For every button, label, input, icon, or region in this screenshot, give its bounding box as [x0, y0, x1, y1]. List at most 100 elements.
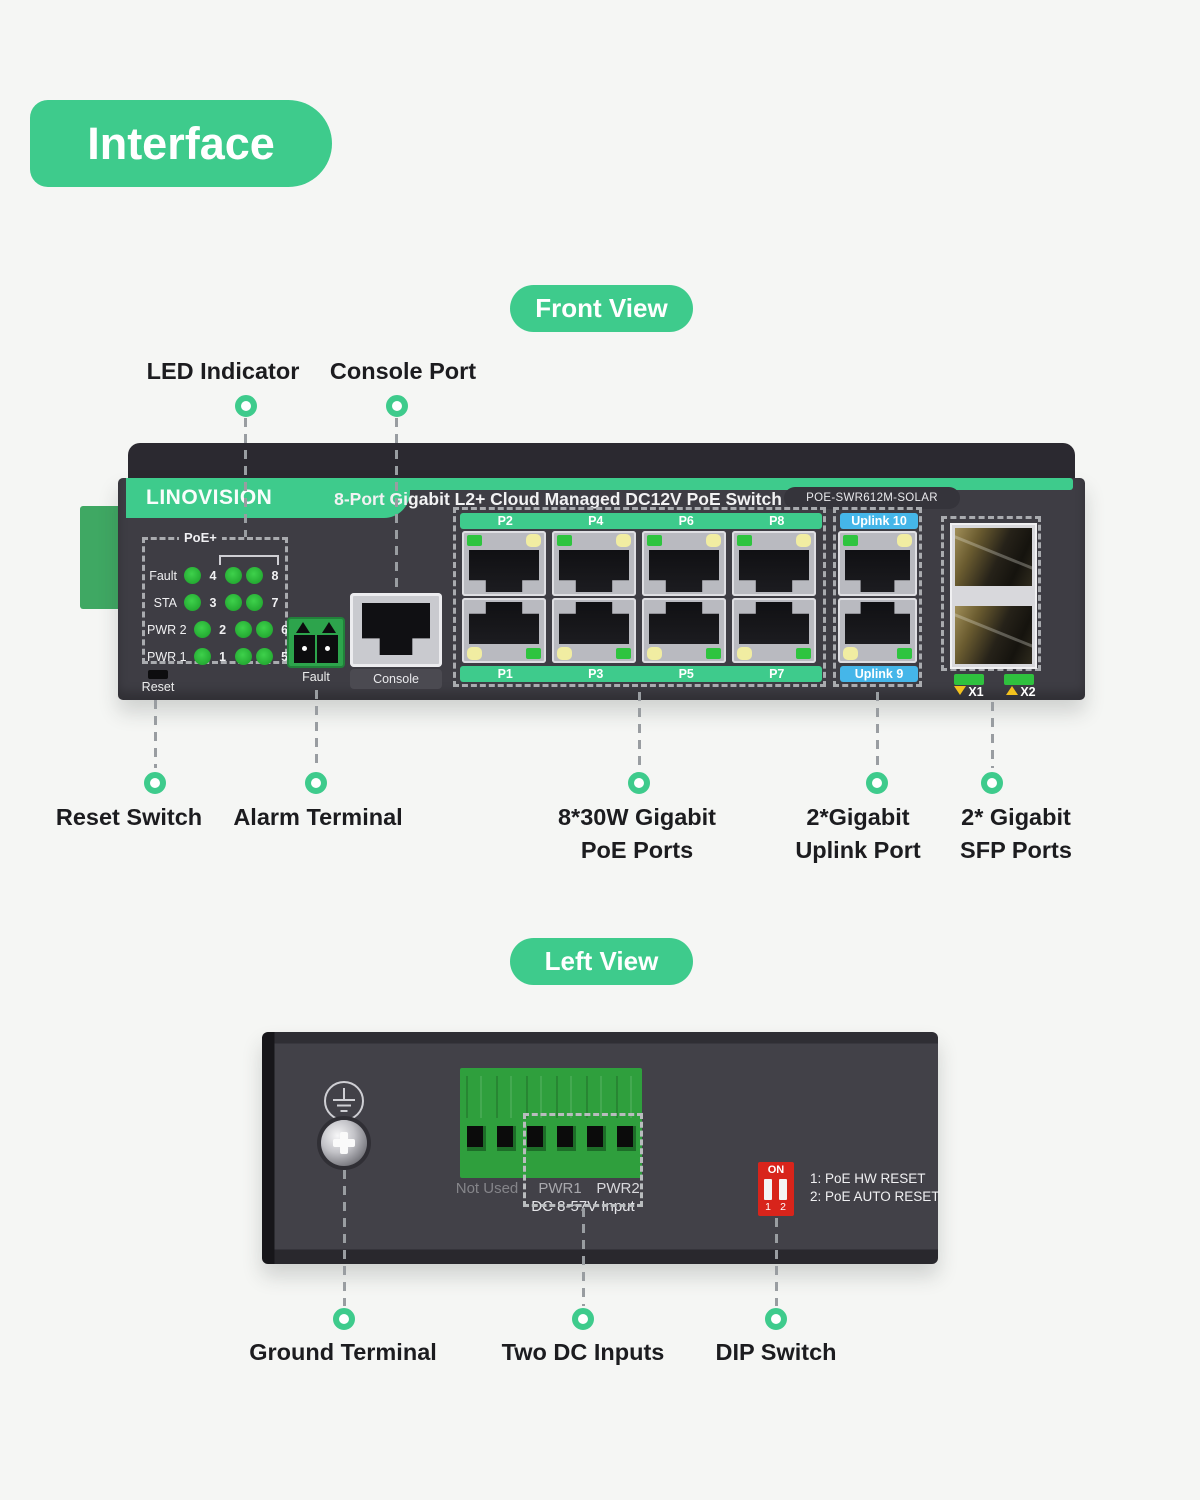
port-label: P5: [678, 667, 694, 681]
arrow-up-icon: [322, 622, 336, 633]
reset-button[interactable]: [148, 670, 168, 679]
status-led: [184, 567, 201, 584]
led-rows: Fault 4 8 STA 3 7 PWR 2: [147, 562, 288, 670]
status-led: [246, 567, 263, 584]
ground-terminal-callout: Ground Terminal: [249, 1339, 437, 1365]
leader-line: [638, 692, 641, 772]
leader-line: [244, 418, 247, 537]
callout-marker: [572, 1308, 594, 1330]
sfp-led: [954, 674, 984, 685]
leader-line: [775, 1218, 778, 1306]
status-led: [255, 621, 273, 638]
leader-line: [991, 702, 994, 768]
dip-legend-line: 2: PoE AUTO RESET: [810, 1189, 940, 1204]
uplink-label-strip-top: Uplink 10: [840, 513, 918, 529]
sfp-x1-label: X1: [944, 685, 994, 699]
status-led: [225, 567, 242, 584]
rj45-port: [732, 598, 816, 663]
led-indicator-callout: LED Indicator: [146, 358, 300, 384]
interface-title-badge: Interface: [30, 100, 332, 187]
led-row: PWR 1 1 5: [147, 643, 288, 670]
fault-label: Fault: [302, 670, 330, 684]
switch-front-view: LINOVISION 8-Port Gigabit L2+ Cloud Mana…: [118, 443, 1085, 701]
terminal-hole: [587, 1126, 606, 1151]
sfp-cage-housing: [950, 523, 1037, 669]
poe-ports-block: P2 P4 P6 P8 P1 P3 P5 P7: [453, 507, 826, 687]
arrow-up-icon: [296, 622, 310, 633]
dip-legend-line: 1: PoE HW RESET: [810, 1171, 926, 1186]
rj45-port: [552, 598, 636, 663]
leader-line: [343, 1170, 346, 1306]
rj45-port: [732, 531, 816, 596]
din-rail-clip: [80, 506, 122, 609]
status-led: [255, 648, 273, 665]
rj45-port: [642, 598, 726, 663]
callout-marker: [235, 395, 257, 417]
callout-line: PoE Ports: [580, 837, 694, 863]
port-label-strip-top: P2 P4 P6 P8: [460, 513, 822, 529]
sfp-slot: [955, 528, 1032, 586]
status-led: [184, 594, 201, 611]
led-indicator-panel: PoE+ Fault 4 8 STA 3 7: [142, 530, 288, 665]
leader-line: [876, 692, 879, 772]
port-label: P6: [678, 514, 694, 528]
pwr2-label: PWR2: [596, 1180, 640, 1197]
callout-line: 2* Gigabit: [961, 804, 1071, 830]
sfp-ports-callout: 2* Gigabit SFP Ports: [960, 801, 1072, 867]
poe-group-bracket: [219, 555, 279, 565]
callout-line: Uplink Port: [795, 837, 921, 863]
callout-line: 8*30W Gigabit: [557, 804, 717, 830]
port-label-strip-bottom: P1 P3 P5 P7: [460, 666, 822, 682]
console-port-callout: Console Port: [329, 358, 477, 384]
dip-toggle[interactable]: [764, 1179, 772, 1200]
rj45-port: [462, 598, 546, 663]
not-used-label: Not Used: [455, 1180, 519, 1197]
leader-line: [395, 418, 398, 592]
callout-marker: [333, 1308, 355, 1330]
dip-number: 1: [765, 1201, 771, 1213]
front-view-badge: Front View: [510, 285, 693, 332]
rj45-port: [838, 598, 917, 663]
port-number: 2: [219, 622, 227, 637]
port-label: Uplink 10: [851, 514, 907, 528]
dip-toggle[interactable]: [779, 1179, 787, 1200]
callout-marker: [866, 772, 888, 794]
port-number: 7: [271, 595, 279, 610]
terminal-hole: [497, 1126, 516, 1151]
terminal-hole: [527, 1126, 546, 1151]
leader-line: [315, 690, 318, 768]
triangle-down-icon: [954, 686, 967, 695]
terminal-hole: [617, 1126, 636, 1151]
model-badge: POE-SWR612M-SOLAR: [784, 487, 960, 509]
dc-inputs-callout: Two DC Inputs: [501, 1339, 665, 1365]
leader-line: [154, 700, 157, 768]
switch-left-view: Not Used PWR1 PWR2 DC 8-57V Input ON 1 2…: [262, 1032, 940, 1264]
rj45-port: [462, 531, 546, 596]
dip-switch[interactable]: ON 1 2: [758, 1162, 794, 1216]
uplink-label-strip-bottom: Uplink 9: [840, 666, 918, 682]
rj45-cavity: [362, 603, 430, 655]
poe-group-label: PoE+: [179, 530, 222, 545]
brand-logo: LINOVISION: [126, 478, 410, 518]
dip-switch-callout: DIP Switch: [715, 1339, 837, 1365]
reset-switch-callout: Reset Switch: [55, 804, 203, 830]
callout-marker: [981, 772, 1003, 794]
rj45-port: [552, 531, 636, 596]
status-led: [193, 648, 211, 665]
reset-label: Reset: [141, 680, 175, 694]
port-label: P7: [769, 667, 785, 681]
sfp-ports-block: [941, 516, 1041, 671]
dip-legend: 1: PoE HW RESET 2: PoE AUTO RESET: [810, 1170, 940, 1206]
console-port: [350, 593, 442, 667]
callout-marker: [144, 772, 166, 794]
callout-marker: [628, 772, 650, 794]
dip-on-label: ON: [767, 1164, 785, 1176]
ground-screw: [321, 1120, 367, 1166]
triangle-up-icon: [1006, 686, 1019, 695]
port-label: P4: [588, 514, 604, 528]
status-led: [234, 648, 252, 665]
uplink-port-callout: 2*Gigabit Uplink Port: [795, 801, 920, 867]
port-number: 4: [209, 568, 217, 583]
port-label: P3: [588, 667, 604, 681]
pwr1-label: PWR1: [538, 1180, 582, 1197]
